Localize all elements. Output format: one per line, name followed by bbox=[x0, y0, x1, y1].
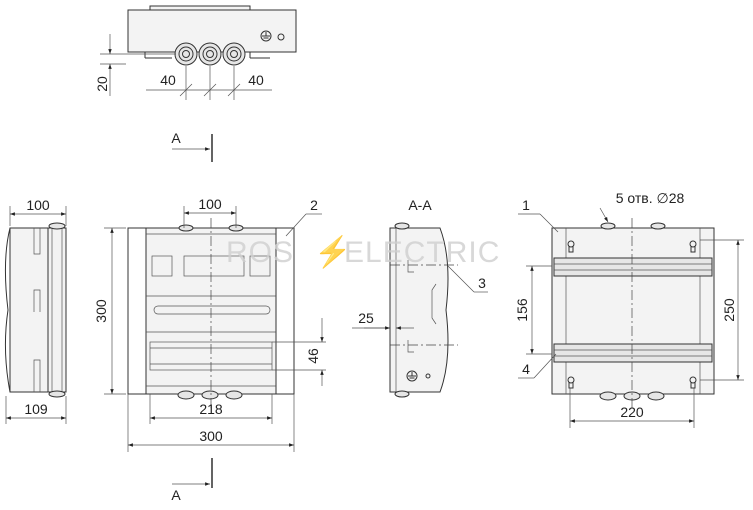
module-window-center bbox=[183, 255, 245, 277]
section-title: А-А bbox=[408, 197, 432, 213]
left-view: 100 109 bbox=[4, 197, 67, 424]
dim-25-label: 25 bbox=[358, 310, 374, 326]
module-window-right bbox=[249, 255, 271, 277]
callout-3: 3 bbox=[478, 275, 486, 291]
section-letter-bottom: А bbox=[171, 487, 181, 503]
holes-label: 5 отв. ∅28 bbox=[616, 190, 685, 206]
dim-100-front-label: 100 bbox=[198, 196, 222, 212]
section-mark-bottom: А bbox=[171, 458, 213, 503]
top-view-lid bbox=[149, 5, 251, 11]
section-view: А-А 25 3 bbox=[352, 197, 488, 398]
dim-220-label: 220 bbox=[620, 404, 644, 420]
top-view: 20 40 40 bbox=[94, 5, 297, 100]
dim-20-label: 20 bbox=[94, 76, 110, 92]
dim-46-label: 46 bbox=[305, 348, 321, 364]
callout-1: 1 bbox=[522, 197, 530, 213]
dim-300-horizontal-label: 300 bbox=[199, 428, 223, 444]
left-view-body bbox=[9, 227, 67, 393]
dim-40-right-label: 40 bbox=[248, 72, 264, 88]
dim-218-label: 218 bbox=[199, 401, 223, 417]
rear-din-rail-bottom bbox=[553, 343, 713, 363]
front-view: 100 300 46 218 300 2 bbox=[93, 196, 326, 452]
cable-gland-right bbox=[222, 42, 246, 66]
dim-100-left-label: 100 bbox=[26, 197, 50, 213]
cable-gland-middle bbox=[198, 42, 222, 66]
watermark-left: ROS bbox=[226, 236, 294, 269]
ground-symbol-icon bbox=[260, 30, 272, 42]
callout-4: 4 bbox=[522, 361, 530, 377]
front-label-strip bbox=[153, 305, 271, 315]
module-window-left bbox=[151, 255, 173, 277]
rear-view-body bbox=[551, 227, 715, 395]
rear-din-rail-top bbox=[553, 257, 713, 277]
watermark-logo: ROS ⚡ ELECTRIC bbox=[226, 234, 500, 270]
dim-300-vertical-label: 300 bbox=[93, 299, 109, 323]
dim-40-left-label: 40 bbox=[160, 72, 176, 88]
section-letter-top: А bbox=[171, 130, 181, 146]
callout-2: 2 bbox=[310, 197, 318, 213]
top-view-screw bbox=[277, 33, 285, 41]
rear-view: 5 отв. ∅28 1 4 156 250 220 bbox=[514, 190, 744, 428]
watermark-right: ELECTRIC bbox=[344, 236, 500, 269]
section-body bbox=[389, 227, 449, 393]
dim-250-label: 250 bbox=[721, 298, 737, 322]
ground-symbol-section-icon bbox=[406, 370, 418, 382]
keyhole-mount-icon bbox=[567, 240, 697, 389]
dim-109-label: 109 bbox=[24, 401, 48, 417]
section-mark-top: А bbox=[171, 130, 213, 162]
watermark-bolt: ⚡ bbox=[314, 234, 351, 270]
dim-156-label: 156 bbox=[514, 298, 530, 322]
cable-gland-left bbox=[174, 42, 198, 66]
